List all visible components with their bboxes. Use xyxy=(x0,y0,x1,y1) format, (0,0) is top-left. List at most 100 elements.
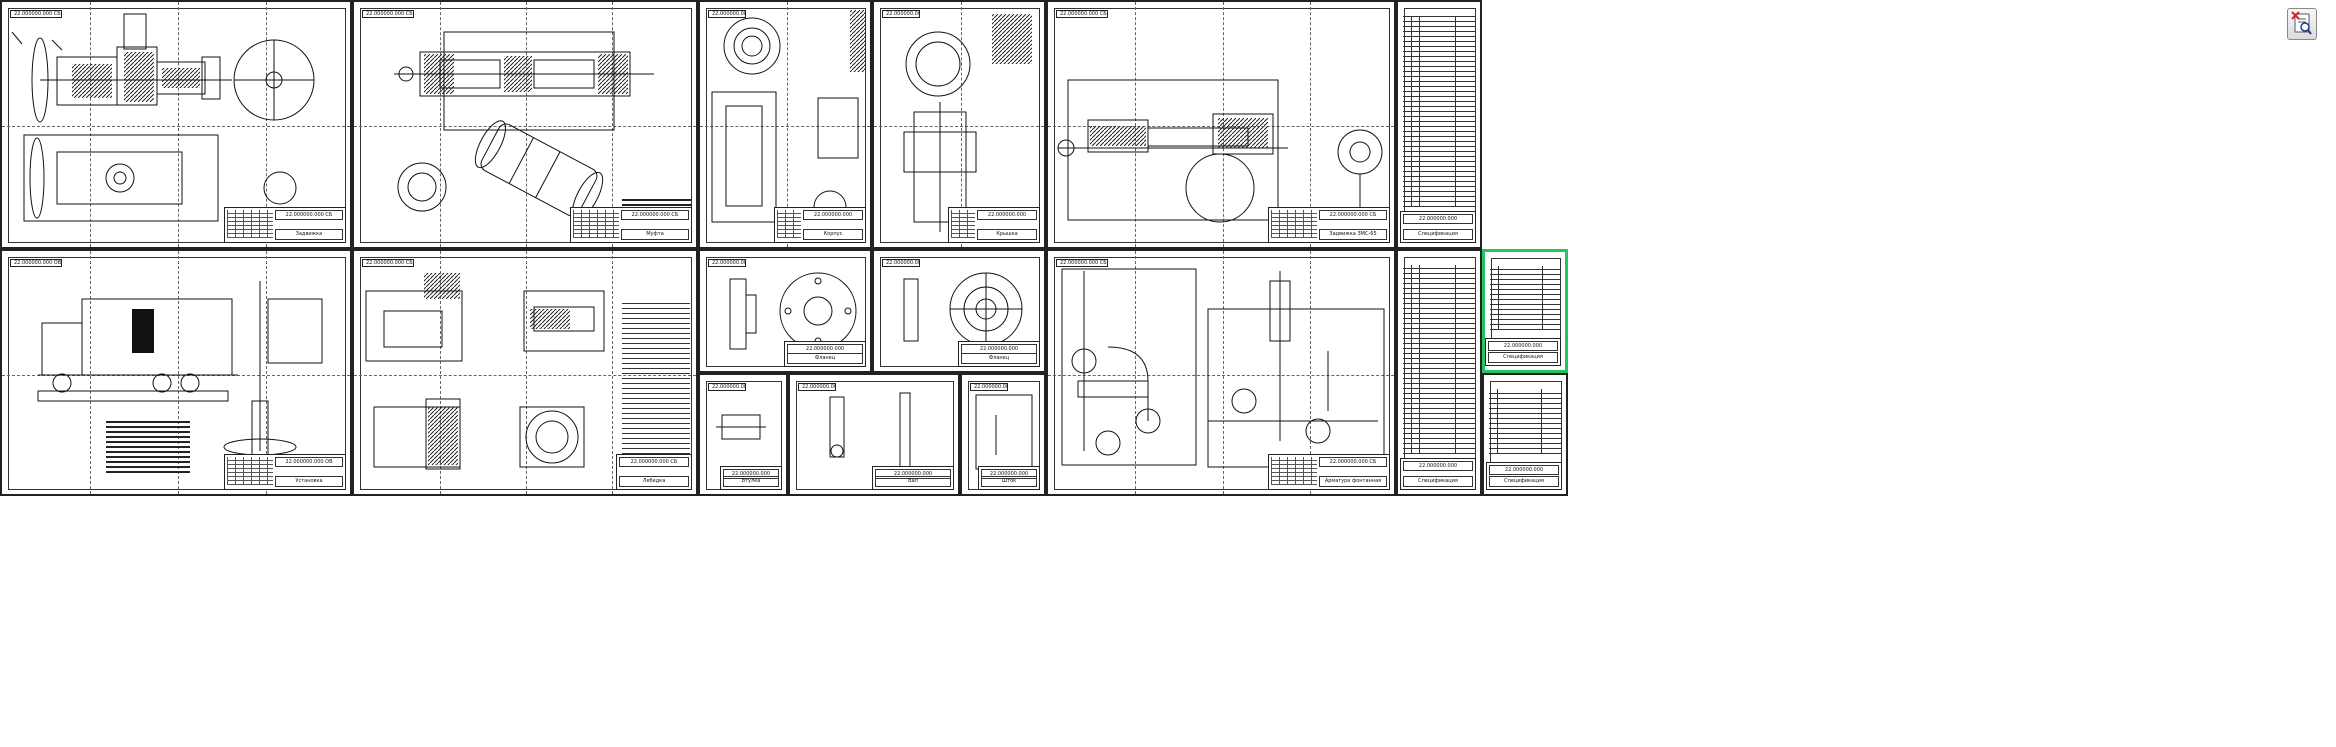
sheet-spec-bottom[interactable]: 22.000000.000 Спецификация xyxy=(1482,373,1568,496)
sheet-code: 22.000000.000 xyxy=(708,10,746,18)
sheet-code: 22.000000.000 СБ xyxy=(10,10,62,18)
title-block-code: 22.000000.000 xyxy=(1403,461,1473,471)
document-search-button[interactable] xyxy=(2287,8,2317,40)
sheet-code: 22.000000.000 xyxy=(970,383,1008,391)
sheet-small-part-3[interactable]: 22.000000.000 22.000000.000 Шток xyxy=(960,373,1046,496)
sheet-frame xyxy=(8,8,346,243)
sheet-spec-column-mid[interactable]: 22.000000.000 Спецификация xyxy=(1396,249,1482,496)
sheet-frame xyxy=(8,257,346,490)
part-detail-1-drawing xyxy=(711,10,866,224)
title-block: 22.000000.000 ОВ Установка xyxy=(224,454,346,490)
coupling-drawing xyxy=(394,31,654,220)
title-block-code: 22.000000.000 xyxy=(1488,341,1558,351)
title-block: 22.000000.000 СБ Муфта xyxy=(570,207,692,243)
title-block-code: 22.000000.000 СБ xyxy=(619,457,689,467)
sheet-frame xyxy=(1054,8,1390,243)
title-block-code: 22.000000.000 СБ xyxy=(1319,457,1387,467)
spec-table xyxy=(622,301,690,454)
sheet-part-detail-2[interactable]: 22.000000.000 22.000000.000 Крышка xyxy=(872,0,1046,249)
sheet-code: 22.000000.000 СБ xyxy=(362,10,414,18)
title-block-code: 22.000000.000 xyxy=(875,469,951,479)
notes-block xyxy=(106,421,190,473)
sheet-valve-assembly[interactable]: 22.000000.000 СБ 22.000000.000 СБ Зад xyxy=(0,0,352,249)
sheet-wellhead-assembly[interactable]: 22.000000.000 СБ 22.000000.000 СБ Армату… xyxy=(1046,249,1396,496)
title-block: 22.000000.000 Шток xyxy=(978,466,1040,490)
sheet-truck-installation[interactable]: 22.000000.000 ОВ 22.000000.000 ОВ Устано… xyxy=(0,249,352,496)
title-block-name: Вал xyxy=(875,476,951,487)
spec-table xyxy=(1490,266,1560,330)
title-block-name: Задвижка ЗМС-65 xyxy=(1319,229,1387,240)
sheet-flange-2[interactable]: 22.000000.000 22.000000.000 Фланец xyxy=(872,249,1046,373)
title-block: 22.000000.000 Корпус xyxy=(774,207,866,243)
title-block-name: Шток xyxy=(981,476,1037,487)
sheet-code: 22.000000.000 xyxy=(882,259,920,267)
title-block: 22.000000.000 СБ Задвижка ЗМС-65 xyxy=(1268,207,1390,243)
title-block-code: 22.000000.000 xyxy=(1489,465,1559,475)
sheet-small-part-1[interactable]: 22.000000.000 22.000000.000 Втулка xyxy=(698,373,788,496)
part-detail-2-drawing xyxy=(903,14,1032,232)
title-block-name: Муфта xyxy=(621,229,689,240)
title-block-name: Спецификация xyxy=(1403,229,1473,240)
title-block-name: Втулка xyxy=(723,476,779,487)
title-block-name: Установка xyxy=(275,476,343,487)
sheet-winch-assembly[interactable]: 22.000000.000 СБ 22.000000.000 СБ Лебедк… xyxy=(352,249,698,496)
title-block-code: 22.000000.000 СБ xyxy=(1319,210,1387,220)
sheet-code: 22.000000.000 xyxy=(882,10,920,18)
title-block: 22.000000.000 Спецификация xyxy=(1485,338,1561,366)
title-block: 22.000000.000 Спецификация xyxy=(1400,211,1476,243)
sheet-code: 22.000000.000 ОВ xyxy=(10,259,62,267)
sheet-code: 22.000000.000 СБ xyxy=(362,259,414,267)
sheet-pipeline-assembly[interactable]: 22.000000.000 СБ 22.000000.000 СБ Задвиж… xyxy=(1046,0,1396,249)
sheet-code: 22.000000.000 xyxy=(708,259,746,267)
title-block-code: 22.000000.000 xyxy=(803,210,863,220)
sheet-spec-column-top[interactable]: 22.000000.000 Спецификация xyxy=(1396,0,1482,249)
winch-drawing xyxy=(365,273,605,470)
sheet-small-part-2[interactable]: 22.000000.000 22.000000.000 Вал xyxy=(788,373,960,496)
sheet-code: 22.000000.000 xyxy=(708,383,746,391)
sheet-code: 22.000000.000 СБ xyxy=(1056,259,1108,267)
sheet-coupling-assembly[interactable]: 22.000000.000 СБ 22.000000.000 СБ Муфта xyxy=(352,0,698,249)
title-block-code: 22.000000.000 xyxy=(723,469,779,479)
title-block: 22.000000.000 Фланец xyxy=(958,341,1040,367)
title-block-name: Спецификация xyxy=(1488,352,1558,363)
title-block-name: Спецификация xyxy=(1403,476,1473,487)
flange-2-drawing xyxy=(903,272,1023,346)
sheet-spec-selected[interactable]: 22.000000.000 Спецификация xyxy=(1482,249,1568,373)
title-block-name: Лебедка xyxy=(619,476,689,487)
title-block-name: Спецификация xyxy=(1489,476,1559,487)
spec-table xyxy=(1403,265,1475,454)
title-block: 22.000000.000 Спецификация xyxy=(1400,458,1476,490)
sheet-flange-1[interactable]: 22.000000.000 22.000000.000 Фланец xyxy=(698,249,872,373)
sheet-code: 22.000000.000 СБ xyxy=(1056,10,1108,18)
title-block: 22.000000.000 СБ Задвижка xyxy=(224,207,346,243)
truck-drawing xyxy=(37,281,323,462)
valve-drawing xyxy=(11,13,315,222)
title-block: 22.000000.000 Втулка xyxy=(720,466,782,490)
document-search-icon xyxy=(2291,11,2312,35)
title-block: 22.000000.000 Крышка xyxy=(948,207,1040,243)
title-block-name: Задвижка xyxy=(275,229,343,240)
title-block: 22.000000.000 СБ Лебедка xyxy=(616,454,692,490)
title-block: 22.000000.000 Вал xyxy=(872,466,954,490)
small-part-1-drawing xyxy=(716,414,766,440)
sheet-frame xyxy=(1054,257,1390,490)
pipeline-drawing xyxy=(1057,79,1383,223)
sheet-code: 22.000000.000 xyxy=(798,383,836,391)
spec-table xyxy=(1403,16,1475,207)
title-block-code: 22.000000.000 СБ xyxy=(275,210,343,220)
title-block-code: 22.000000.000 xyxy=(981,469,1037,479)
title-block-name: Арматура фонтанная xyxy=(1319,476,1387,487)
title-block-name: Фланец xyxy=(961,353,1037,364)
title-block-code: 22.000000.000 xyxy=(977,210,1037,220)
title-block: 22.000000.000 Фланец xyxy=(784,341,866,367)
title-block-code: 22.000000.000 СБ xyxy=(621,210,689,220)
title-block: 22.000000.000 СБ Арматура фонтанная xyxy=(1268,454,1390,490)
wellhead-drawing xyxy=(1061,268,1385,468)
title-block-name: Корпус xyxy=(803,229,863,240)
title-block-code: 22.000000.000 xyxy=(1403,214,1473,224)
sheet-part-detail-1[interactable]: 22.000000.000 22.000000.000 Корпус xyxy=(698,0,872,249)
title-block-name: Фланец xyxy=(787,353,863,364)
spec-table xyxy=(1489,389,1561,454)
title-block-name: Крышка xyxy=(977,229,1037,240)
title-block-code: 22.000000.000 ОВ xyxy=(275,457,343,467)
